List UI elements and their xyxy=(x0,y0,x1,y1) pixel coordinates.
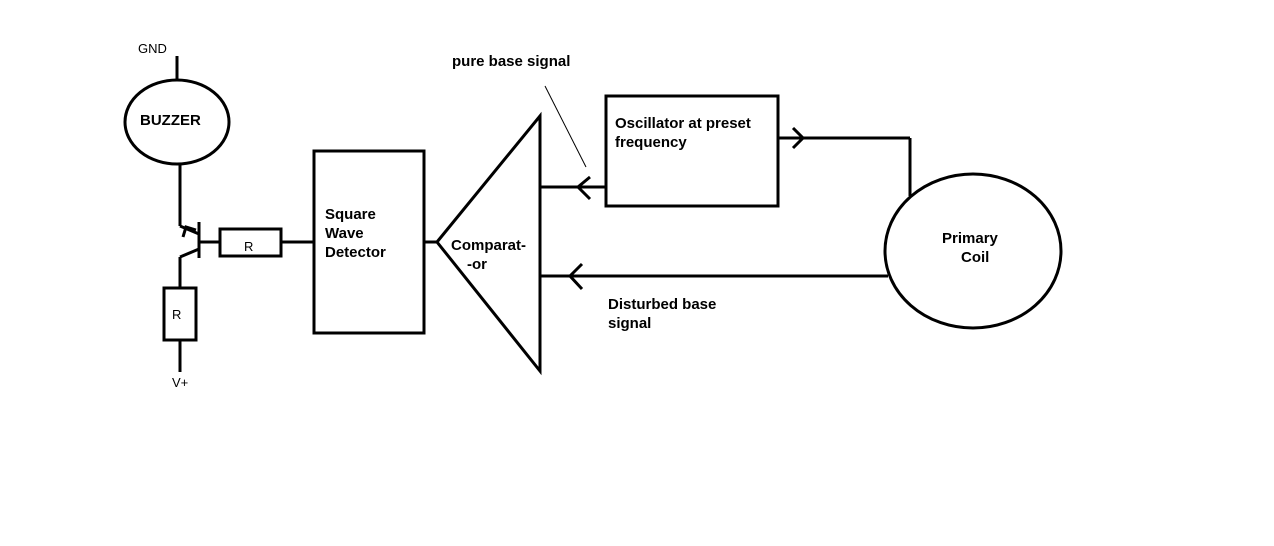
emitter-resistor xyxy=(162,286,198,342)
oscillator-output-arrow xyxy=(791,126,806,150)
primary-coil-label-line2: Coil xyxy=(961,249,989,266)
disturbed-signal-arrow xyxy=(567,262,584,291)
square-wave-detector xyxy=(312,149,426,335)
transistor-symbol xyxy=(178,222,201,288)
oscillator-label-line1: Oscillator at preset xyxy=(615,115,751,132)
detector-label-line3: Detector xyxy=(325,244,386,261)
primary-coil-label-line1: Primary xyxy=(942,230,999,247)
detector-label-line1: Square xyxy=(325,206,376,223)
buzzer xyxy=(123,78,231,166)
emitter-resistor-label: R xyxy=(172,307,181,322)
gnd-label: GND xyxy=(138,41,167,56)
primary-coil xyxy=(883,172,1063,330)
comparator-label-line2: -or xyxy=(467,256,487,273)
vplus-label: V+ xyxy=(172,375,188,390)
oscillator-label-line2: frequency xyxy=(615,134,687,151)
oscillator xyxy=(604,94,780,208)
buzzer-label: BUZZER xyxy=(140,112,201,129)
comparator-label-line1: Comparat- xyxy=(451,237,526,254)
disturbed-signal-label-line1: Disturbed base xyxy=(608,296,716,313)
comparator xyxy=(435,111,542,376)
disturbed-signal-label-line2: signal xyxy=(608,315,651,332)
base-resistor-label: R xyxy=(244,239,253,254)
detector-label-line2: Wave xyxy=(325,225,364,242)
pure-signal-pointer xyxy=(544,85,587,168)
pure-signal-label: pure base signal xyxy=(452,53,570,70)
pure-signal-arrow xyxy=(575,175,592,201)
